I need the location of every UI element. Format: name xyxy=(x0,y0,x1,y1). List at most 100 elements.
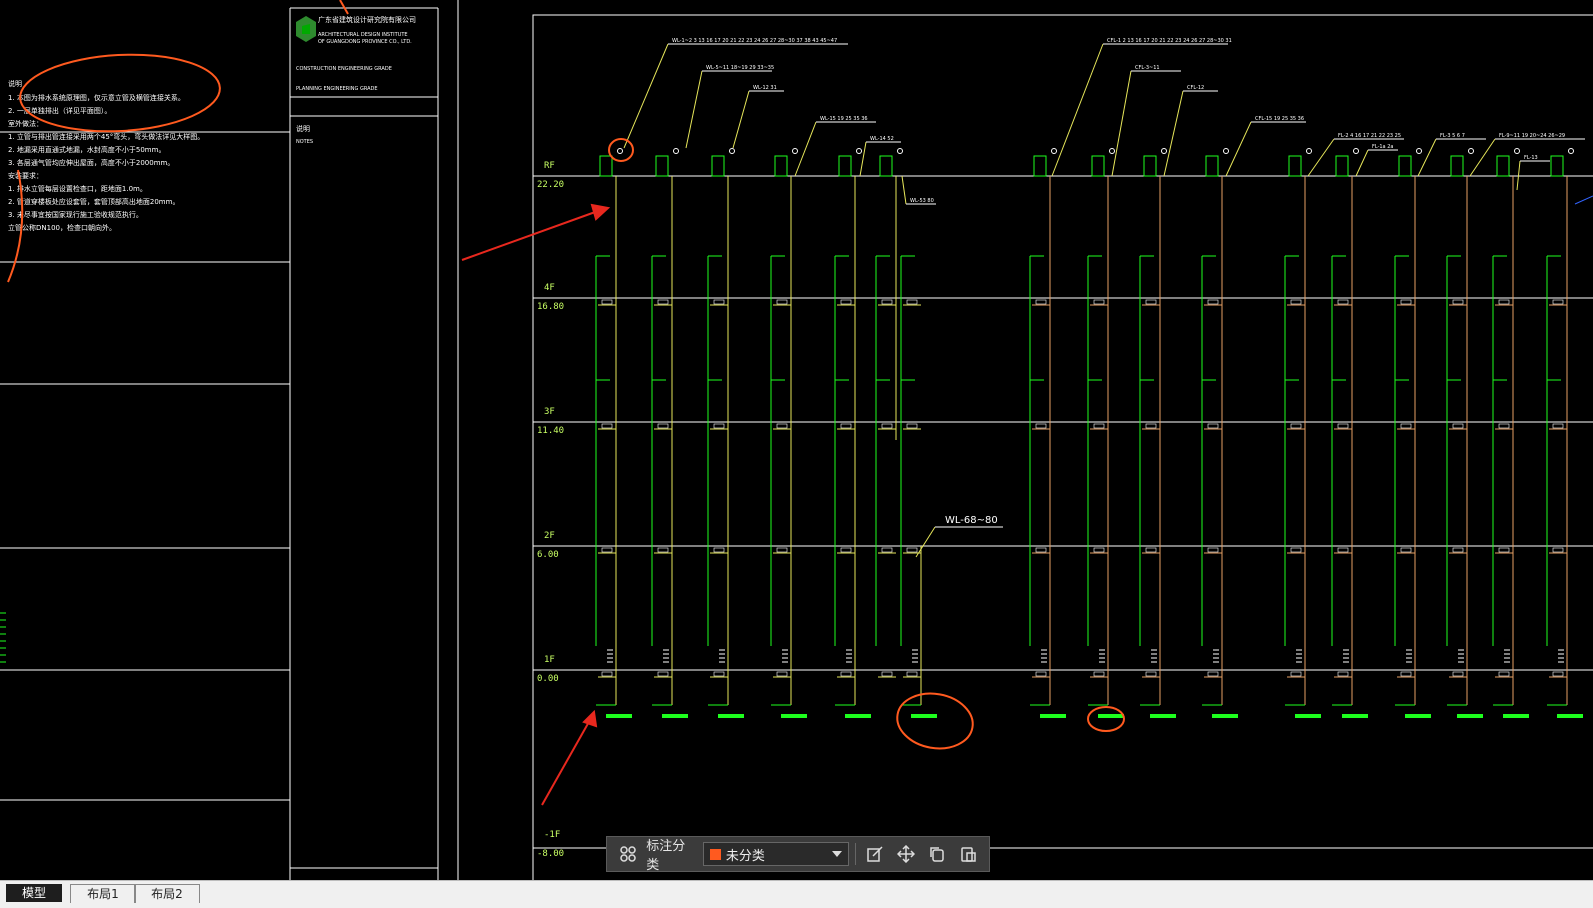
branch-tag xyxy=(776,299,788,305)
branch-tag xyxy=(657,423,669,429)
leader-line xyxy=(794,121,817,177)
branch-tag xyxy=(1145,547,1157,553)
edit-icon[interactable] xyxy=(862,841,887,867)
branch-tag xyxy=(1145,299,1157,305)
vent-cap xyxy=(1416,148,1422,154)
notes-line: 1. 排水立管每层设置检查口，距地面1.0m。 xyxy=(8,184,147,193)
branch-tag xyxy=(1452,423,1464,429)
branch-tag xyxy=(881,547,893,553)
branch-tag xyxy=(776,671,788,677)
outlet-label-mark xyxy=(718,714,744,718)
arrow-to-stack-top xyxy=(461,210,599,261)
branch-tag xyxy=(601,423,613,429)
branch-tag xyxy=(776,547,788,553)
branch-tag xyxy=(1145,671,1157,677)
branch-tag xyxy=(713,671,725,677)
notes-line: 1. 本图为排水系统原理图，仅示意立管及横管连接关系。 xyxy=(8,93,185,102)
roof-vent-mark xyxy=(599,155,613,177)
branch-tag xyxy=(1207,671,1219,677)
stack-label: FL-2 4 16 17 21 22 23 25 xyxy=(1338,133,1401,139)
branch-tag xyxy=(1552,671,1564,677)
stack-label: FL-1a 2a xyxy=(1372,144,1393,150)
markup-ellipse-outlet-2 xyxy=(1087,706,1125,732)
markup-circle-vent xyxy=(608,138,634,162)
branch-tag xyxy=(1452,299,1464,305)
vent-cap xyxy=(792,148,798,154)
markup-annotations xyxy=(7,0,1125,750)
outlet-label-mark xyxy=(662,714,688,718)
vent-cap xyxy=(1568,148,1574,154)
stack-label: WL-53 80 xyxy=(910,198,934,204)
outlet-label-mark xyxy=(1557,714,1583,718)
markup-stroke-top xyxy=(339,0,349,15)
branch-tag xyxy=(1552,299,1564,305)
layout-tab-bar: 模型 布局1 布局2 xyxy=(0,880,1593,908)
leader-line xyxy=(1307,138,1335,177)
roof-vent-mark xyxy=(1335,155,1349,177)
level-name: -1F xyxy=(544,830,560,840)
vent-cap xyxy=(1514,148,1520,154)
title-line-1: CONSTRUCTION ENGINEERING GRADE xyxy=(296,66,392,72)
branch-tag xyxy=(840,547,852,553)
leader-line xyxy=(623,43,669,149)
tab-model[interactable]: 模型 xyxy=(6,884,62,902)
leader-line xyxy=(685,70,703,149)
markup-ellipse-1f-outlet xyxy=(896,692,974,750)
tab-layout-2[interactable]: 布局2 xyxy=(134,884,200,903)
tab-layout-1[interactable]: 布局1 xyxy=(70,884,136,903)
branch-tag xyxy=(1145,423,1157,429)
roof-vent-mark xyxy=(838,155,852,177)
move-icon[interactable] xyxy=(893,841,918,867)
level-elevation: -8.00 xyxy=(537,849,564,859)
branch-tag xyxy=(601,547,613,553)
vent-cap xyxy=(1468,148,1474,154)
branch-tag xyxy=(1093,547,1105,553)
outlet-label-mark xyxy=(1405,714,1431,718)
arrow-to-outlet xyxy=(541,719,591,806)
branch-tag xyxy=(840,423,852,429)
roof-vent-mark xyxy=(1496,155,1510,177)
branch-tag xyxy=(1498,671,1510,677)
notes-line: 2. 一层单独排出（详见平面图）。 xyxy=(8,106,111,115)
markup-arc-left xyxy=(7,169,24,283)
outlet-label-mark xyxy=(845,714,871,718)
branch-tag xyxy=(1452,547,1464,553)
grid-icon[interactable] xyxy=(615,841,640,867)
copy-icon[interactable] xyxy=(924,841,949,867)
branch-tag xyxy=(1400,671,1412,677)
level-name: 1F xyxy=(544,655,555,665)
highlight-leader: WL-68~80 xyxy=(915,515,1003,558)
outlet-label-mark xyxy=(606,714,632,718)
notes-line: 3. 各层通气管均应伸出屋面，高度不小于2000mm。 xyxy=(8,158,174,167)
notes-line: 3. 未尽事宜按国家现行施工验收规范执行。 xyxy=(8,210,143,219)
branch-tag xyxy=(1035,423,1047,429)
branch-tag xyxy=(906,299,918,305)
leader-line xyxy=(901,175,907,205)
roof-vent-mark xyxy=(1033,155,1047,177)
outlet-label-mark xyxy=(1212,714,1238,718)
cad-canvas[interactable]: 广东省建筑设计研究院有限公司 ARCHITECTURAL DESIGN INST… xyxy=(0,0,1593,880)
category-label: 标注分类 xyxy=(646,839,686,873)
roof-vent-mark xyxy=(1205,155,1219,177)
notes-line: 2. 管道穿楼板处应设套管，套管顶部高出地面20mm。 xyxy=(8,197,179,206)
leader-line xyxy=(1355,149,1369,177)
branch-tag xyxy=(1035,671,1047,677)
category-select[interactable]: 未分类 xyxy=(702,842,849,866)
branch-tag xyxy=(1498,423,1510,429)
left-edge-marks xyxy=(0,612,6,663)
stack-label: CFL-12 xyxy=(1187,85,1204,91)
branch-tag xyxy=(840,299,852,305)
stack-label: FL-3 5 6 7 xyxy=(1440,133,1465,139)
paste-icon[interactable] xyxy=(956,841,981,867)
notes-line: 2. 地漏采用直通式地漏，水封高度不小于50mm。 xyxy=(8,145,165,154)
branch-tag xyxy=(906,671,918,677)
leader-line xyxy=(1469,138,1496,177)
level-name: 2F xyxy=(544,531,555,541)
roof-vent-mark xyxy=(1091,155,1105,177)
branch-tag xyxy=(657,299,669,305)
vent-cap xyxy=(1161,148,1167,154)
stack-label: FL-13 xyxy=(1524,155,1538,161)
outlet-label-mark xyxy=(1295,714,1321,718)
notes-line: 安装要求： xyxy=(8,171,43,180)
notes-title-cn: 说明 xyxy=(296,124,310,133)
